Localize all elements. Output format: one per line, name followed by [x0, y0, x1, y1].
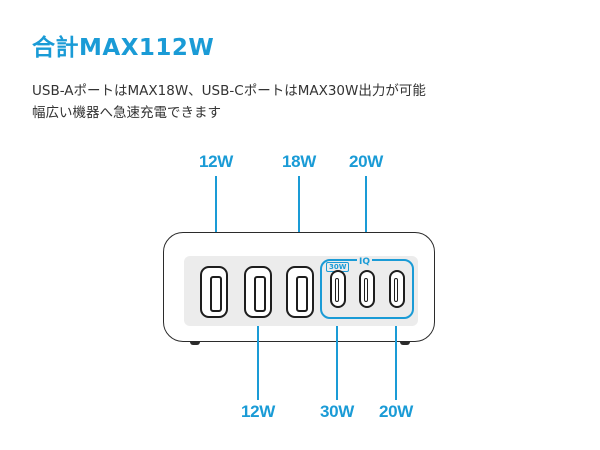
top-label-port-5: 20W	[348, 152, 384, 171]
leader-line-top-3	[298, 176, 300, 252]
leader-line-top-5	[365, 176, 367, 256]
description-line-1: USB-AポートはMAX18W、USB-CポートはMAX30W出力が可能	[32, 83, 426, 99]
description-line-2: 幅広い機器へ急速充電できます	[32, 105, 221, 121]
charger-foot-left	[190, 342, 200, 345]
bottom-label-port-4: 30W	[319, 402, 355, 421]
leader-line-bottom-6	[395, 326, 397, 400]
usb-a-port-3	[286, 266, 314, 318]
leader-line-bottom-4	[336, 326, 338, 400]
top-label-port-1: 12W	[198, 152, 234, 171]
usb-a-port-2	[244, 266, 272, 318]
bottom-label-port-6: 20W	[378, 402, 414, 421]
top-label-port-3: 18W	[281, 152, 317, 171]
leader-line-bottom-2	[257, 326, 259, 400]
usb-c-port-1	[330, 270, 346, 308]
usb-c-port-2	[359, 270, 375, 308]
usb-a-port-1	[200, 266, 228, 318]
bottom-label-port-2: 12W	[240, 402, 276, 421]
page-title: 合計MAX112W	[32, 35, 215, 61]
description: USB-AポートはMAX18W、USB-CポートはMAX30W出力が可能 幅広い…	[32, 80, 572, 124]
charger-foot-right	[400, 342, 410, 345]
usb-c-port-3	[389, 270, 405, 308]
leader-line-top-1	[215, 176, 217, 252]
poweriq-badge: IQ	[357, 257, 372, 267]
